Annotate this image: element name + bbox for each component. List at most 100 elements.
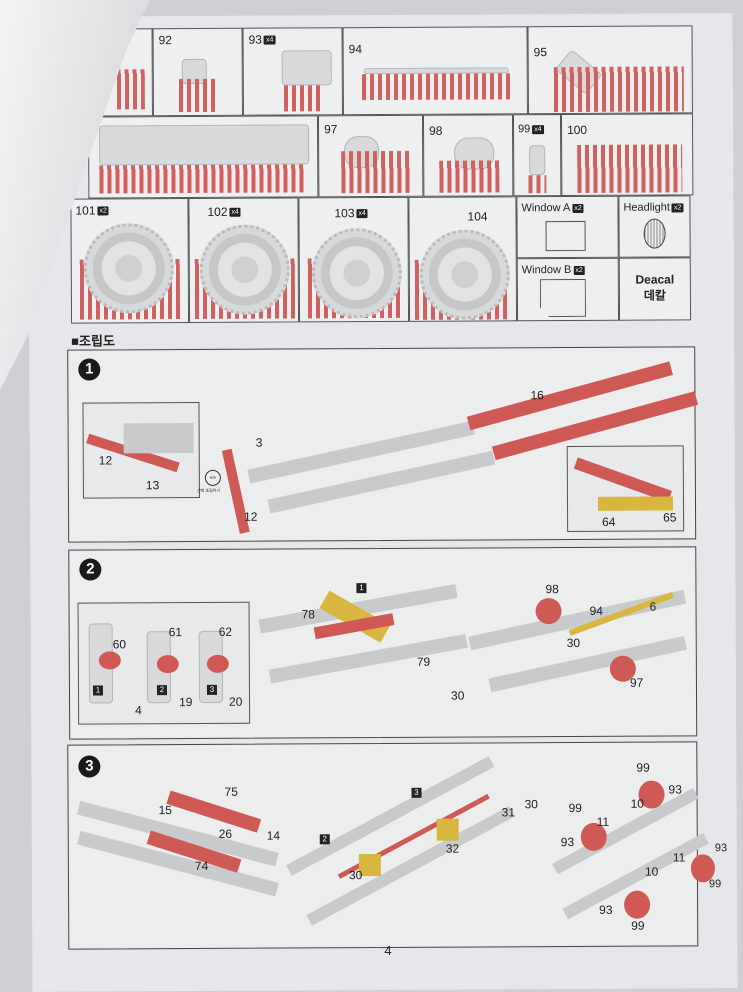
step-1-panel: 1 12 13 ⇔ 선택 조립하기 3 12 16 64 65: [67, 346, 699, 543]
decal-label-korean: 데칼: [643, 288, 667, 303]
part-number: 93: [248, 32, 262, 47]
part-callout: 99: [631, 918, 645, 933]
headlight-lens-icon: [643, 218, 666, 249]
detail-inset-front: 12 13: [82, 401, 200, 499]
part-callout: 30: [348, 868, 363, 883]
part-callout: 19: [179, 694, 193, 710]
part-cell-97: 97: [317, 114, 424, 198]
part-number: 104: [467, 209, 488, 224]
tire-icon: [83, 223, 175, 314]
option-arrow-icon: ⇔: [204, 469, 221, 486]
part-callout: 98: [545, 582, 559, 597]
part-callout: 64: [602, 514, 616, 529]
part-callout: 94: [589, 603, 603, 618]
part-callout: 13: [145, 478, 160, 493]
part-callout: 79: [416, 654, 431, 669]
part-callout: 3: [255, 435, 263, 450]
part-number: 101: [75, 203, 96, 218]
part-callout: 93: [714, 842, 728, 855]
part-number: 99: [518, 123, 531, 136]
part-callout: 16: [530, 388, 544, 403]
subassembly-badge: 2: [156, 685, 168, 696]
part-cell-95: 95: [527, 25, 693, 115]
part-number: 97: [324, 122, 338, 137]
part-callout: 97: [629, 675, 644, 690]
decal-cell: Deacal 데칼: [618, 257, 692, 321]
part-number: 92: [158, 33, 172, 48]
qty-badge: x2: [573, 265, 585, 275]
part-cell-100: 100: [560, 113, 694, 197]
step-3-panel: 3 75 15 26 14 74 3 2 31 30 32 30 99 93 1…: [67, 741, 727, 950]
decal-label: Deacal: [635, 272, 675, 287]
part-callout: 99: [636, 760, 650, 775]
part-callout: 32: [445, 841, 460, 856]
part-callout: 30: [524, 797, 538, 812]
part-callout: 62: [218, 624, 233, 639]
part-number: 100: [567, 122, 588, 138]
part-number: 102: [207, 204, 228, 219]
axle-subassembly-inset: 60 61 62 1 2 3 4 19 20: [77, 601, 251, 725]
part-callout: 12: [98, 453, 113, 468]
part-callout: 60: [112, 637, 127, 652]
part-callout: 6: [649, 599, 657, 614]
part-callout: 14: [266, 828, 281, 843]
part-callout: 93: [668, 782, 682, 797]
part-callout: 74: [194, 858, 209, 873]
qty-badge: x2: [671, 203, 684, 213]
part-callout: 11: [596, 814, 610, 829]
qty-badge: x4: [263, 35, 276, 45]
part-callout: 30: [566, 635, 581, 651]
part-cell-104: 104: [408, 196, 518, 322]
part-callout: 4: [135, 703, 142, 718]
qty-badge: x2: [97, 206, 109, 216]
part-callout: 75: [224, 784, 238, 799]
window-b-label: Window B: [521, 264, 572, 277]
qty-badge: x2: [572, 203, 584, 213]
part-callout: 61: [168, 625, 183, 640]
detail-inset-rear: 64 65: [566, 445, 685, 533]
part-callout: 10: [644, 864, 659, 879]
part-number: 103: [334, 206, 355, 221]
step-number: 1: [78, 358, 101, 381]
part-callout: 93: [560, 835, 575, 850]
part-callout: 99: [708, 878, 722, 891]
part-callout: 99: [568, 800, 582, 816]
part-callout: 30: [450, 688, 465, 703]
headlight-label: Headlight: [623, 201, 670, 214]
part-number: 98: [429, 123, 443, 138]
part-callout: 20: [229, 694, 243, 709]
part-number: 94: [348, 42, 363, 57]
step-number: 2: [79, 558, 102, 581]
subassembly-badge: 1: [92, 685, 104, 696]
part-callout: 11: [672, 850, 686, 865]
subassembly-badge: 1: [356, 583, 367, 594]
subassembly-badge: 2: [319, 834, 330, 845]
part-cell-98: 98: [422, 114, 514, 197]
part-callout: 26: [218, 826, 233, 841]
subassembly-badge: 3: [206, 684, 218, 695]
tire-icon: [199, 224, 291, 315]
part-callout: 12: [244, 509, 258, 524]
tire-icon: [311, 227, 403, 319]
part-cell-92: 92: [152, 27, 243, 117]
part-callout: 78: [301, 607, 315, 622]
subassembly-badge: 3: [411, 787, 422, 798]
page-number: 4: [384, 942, 392, 958]
part-callout: 65: [663, 510, 677, 525]
window-a-label: Window A: [521, 202, 571, 215]
part-callout: 31: [501, 805, 516, 820]
qty-badge: x4: [356, 209, 368, 219]
part-number: 95: [533, 45, 548, 60]
part-callout: 15: [158, 803, 173, 818]
tire-icon: [419, 229, 511, 320]
option-note: 선택 조립하기: [196, 487, 221, 493]
